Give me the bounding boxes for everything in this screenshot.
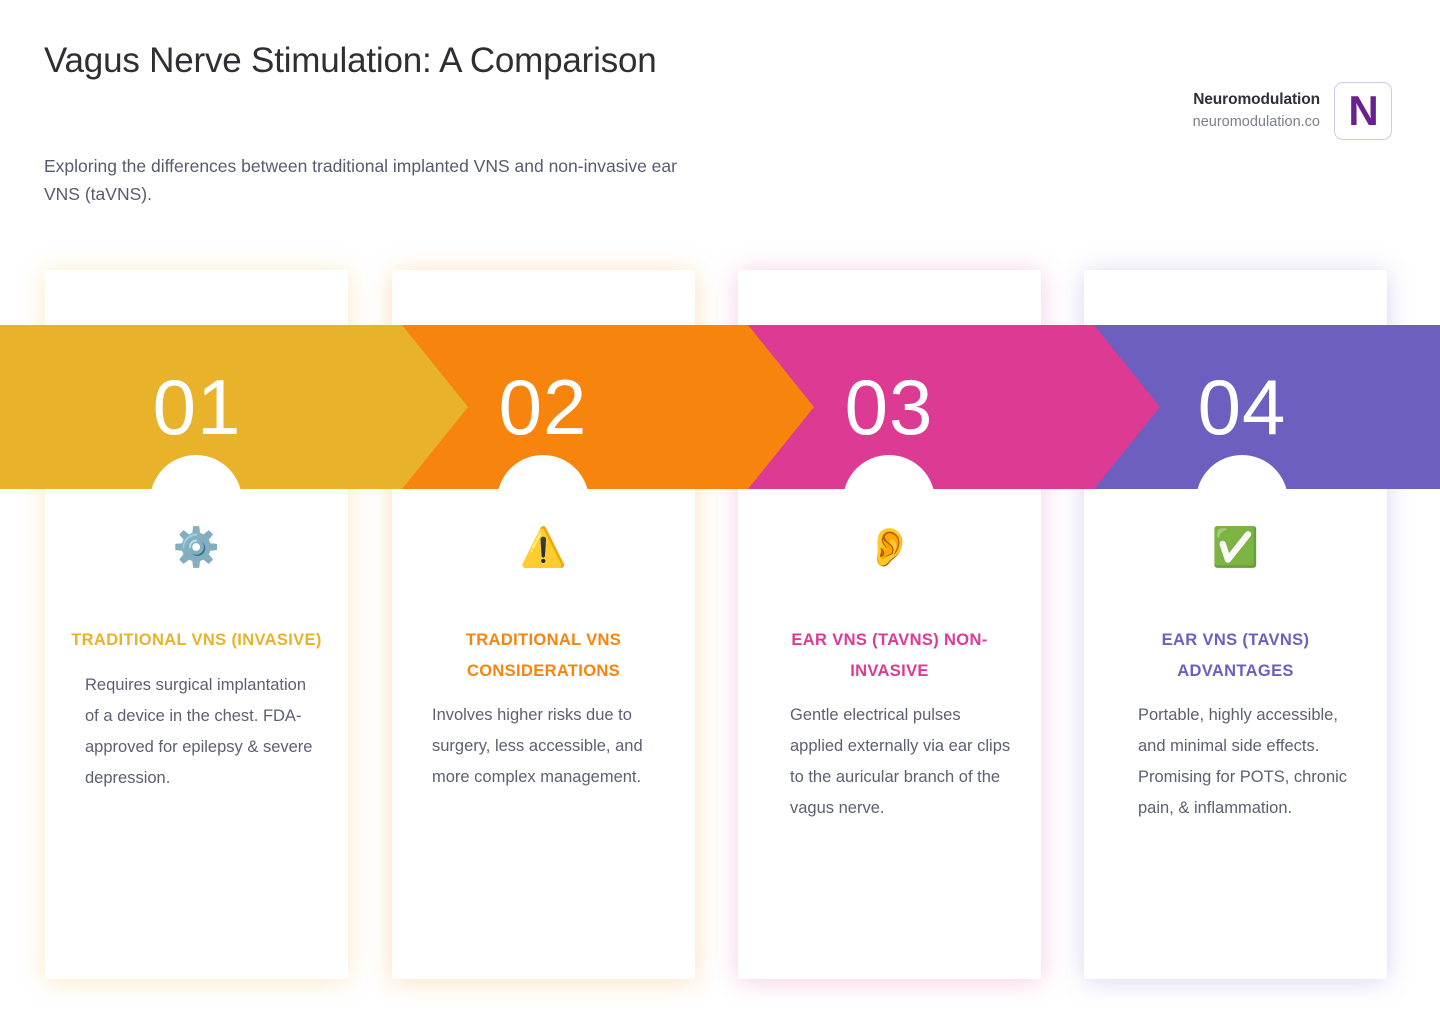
brand-lockup: Neuromodulation neuromodulation.co N xyxy=(1193,82,1392,140)
chevron-step-band: 01 02 03 04 xyxy=(0,325,1440,489)
step-card-body: Portable, highly accessible, and minimal… xyxy=(1138,706,1348,818)
step-card-heading: EAR VNS (TAVNS) ADVANTAGES xyxy=(1161,631,1310,680)
page-subtitle: Exploring the differences between tradit… xyxy=(44,156,677,205)
step-card-heading: TRADITIONAL VNS (INVASIVE) xyxy=(71,631,322,649)
green-check-icon: ✅ xyxy=(1211,527,1260,569)
chevron-03 xyxy=(698,325,1160,489)
header: Vagus Nerve Stimulation: A Comparison Ex… xyxy=(0,0,1440,250)
chevron-band-graphic xyxy=(0,325,1440,489)
step-card-heading: TRADITIONAL VNS CONSIDERATIONS xyxy=(465,631,622,680)
brand-logo-icon: N xyxy=(1334,82,1392,140)
ear-icon: 👂 xyxy=(865,527,914,569)
chevron-04 xyxy=(1044,325,1440,489)
brand-text: Neuromodulation neuromodulation.co xyxy=(1193,89,1320,132)
chevron-02 xyxy=(352,325,814,489)
page-title: Vagus Nerve Stimulation: A Comparison xyxy=(44,41,657,80)
step-card-body: Gentle electrical pulses applied externa… xyxy=(790,706,1011,818)
brand-url: neuromodulation.co xyxy=(1192,113,1320,130)
gear-icon: ⚙️ xyxy=(172,527,221,569)
step-card-heading: EAR VNS (TAVNS) NON-INVASIVE xyxy=(791,631,988,680)
step-card-body: Involves higher risks due to surgery, le… xyxy=(432,706,643,787)
step-card-body: Requires surgical implantation of a devi… xyxy=(85,675,313,787)
brand-name: Neuromodulation xyxy=(1193,91,1320,109)
brand-logo-letter: N xyxy=(1348,87,1378,134)
warning-triangle-icon: ⚠️ xyxy=(519,527,568,569)
chevron-01 xyxy=(0,325,468,489)
